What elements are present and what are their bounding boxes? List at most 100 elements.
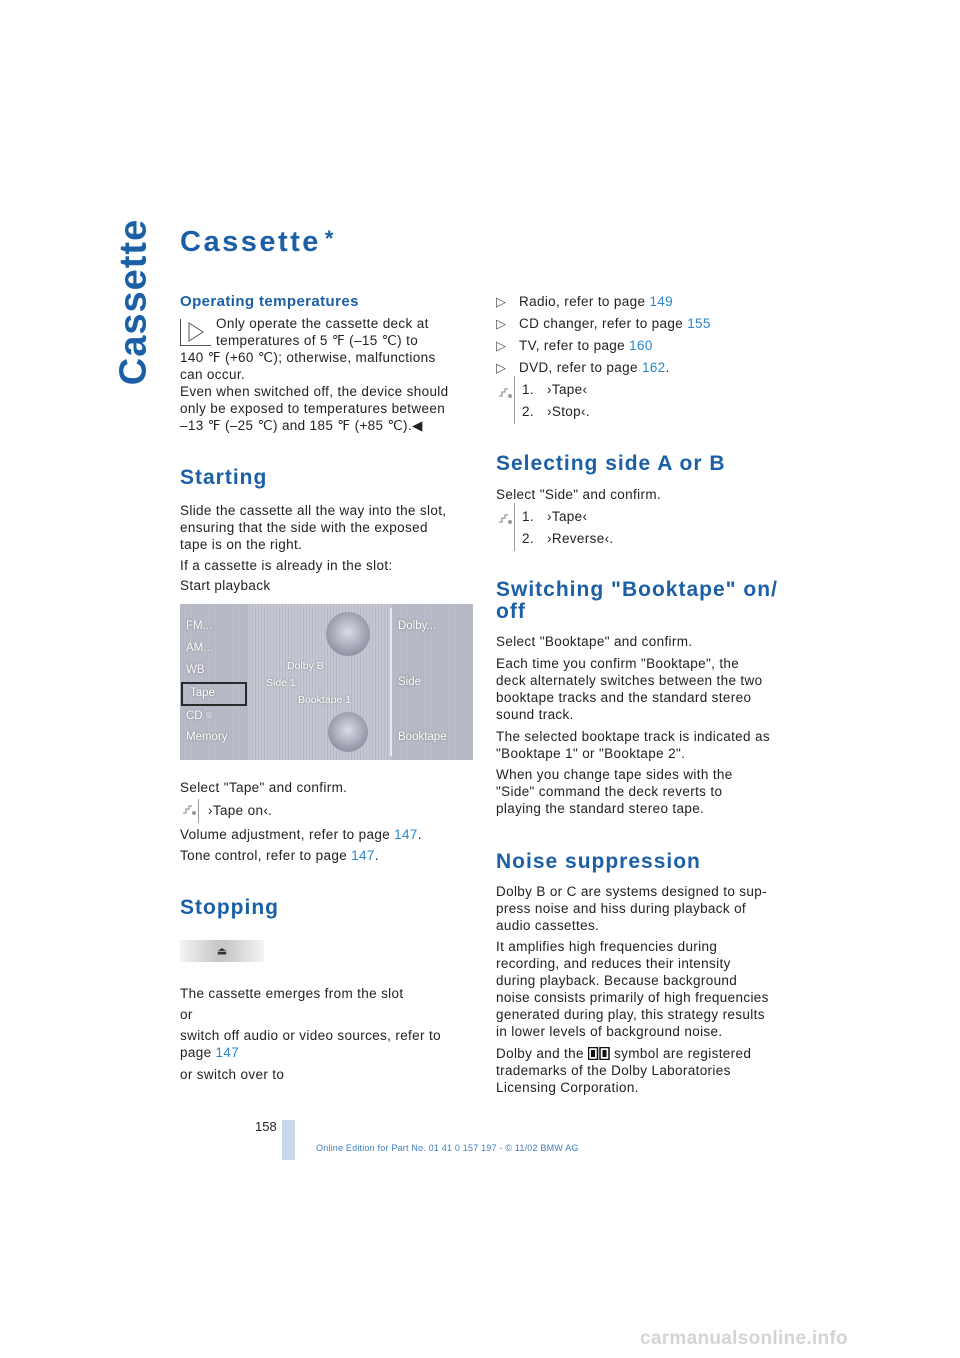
screen-menu-memory: Memory	[186, 731, 228, 743]
voice-command-icon	[180, 801, 198, 819]
voice-step-reverse: ›Reverse‹.	[547, 531, 614, 546]
bullet-tv: TV, refer to page 160	[519, 337, 653, 354]
heading-selecting-side: Selecting side A or B	[496, 452, 726, 475]
volume-adjustment-ref: Volume adjustment, refer to page 147.	[180, 826, 422, 843]
dvd-page-link[interactable]: 162	[641, 360, 666, 375]
stopping-p3-line-1: switch off audio or video sources, refer…	[180, 1028, 441, 1043]
stopping-p1: The cassette emerges from the slot	[180, 986, 404, 1001]
starting-p1-line-2: ensuring that the side with the exposed	[180, 520, 428, 535]
noise-p2-line-5: generated during play, this strategy res…	[496, 1007, 765, 1022]
page-title: Cassette*	[180, 226, 336, 259]
heading-starting: Starting	[180, 466, 268, 489]
bullet-marker: ▷	[496, 338, 506, 353]
bullet-dvd-end: .	[665, 360, 670, 375]
screen-status-dolby: Dolby B	[287, 660, 324, 672]
voice-command-divider	[514, 376, 515, 424]
voice-command-icon	[496, 510, 514, 528]
bullet-radio-text: Radio, refer to page	[519, 294, 650, 309]
op-temp-line-1: Only operate the cassette deck at	[216, 316, 429, 331]
voice-step-number: 2.	[522, 404, 534, 419]
bullet-tv-text: TV, refer to page	[519, 338, 630, 353]
eject-icon: ⏏	[216, 945, 228, 958]
voice-step-number: 1.	[522, 382, 534, 397]
stopping-p2: or	[180, 1007, 193, 1022]
cd-changer-page-link[interactable]: 155	[687, 316, 711, 331]
starting-p3: Start playback	[180, 578, 271, 593]
footer-bar	[282, 1120, 295, 1160]
bullet-radio: Radio, refer to page 149	[519, 293, 673, 310]
noise-p2-line-3: during playback. Because background	[496, 973, 738, 988]
control-display-screenshot: FM... AM... WB Tape CD ≡ Memory Dolby...…	[180, 604, 473, 760]
tone-ref-text: Tone control, refer to page	[180, 848, 352, 863]
voice-step-tape: ›Tape‹	[547, 509, 588, 524]
noise-p3-pre: Dolby and the	[496, 1046, 588, 1061]
voice-step-number: 2.	[522, 531, 534, 546]
screen-menu-side: Side	[398, 676, 422, 688]
page-title-text: Cassette	[180, 226, 321, 258]
screen-menu-cd: CD ≡	[186, 710, 213, 722]
op-temp-line-6: only be exposed to temperatures between	[180, 401, 446, 416]
voice-command-icon	[496, 384, 514, 402]
starting-p1-line-1: Slide the cassette all the way into the …	[180, 503, 447, 518]
screen-menu-dolby: Dolby...	[398, 620, 437, 632]
footer-edition-text: Online Edition for Part No. 01 41 0 157 …	[316, 1143, 579, 1153]
op-temp-line-3: 140 ℉ (+60 ℃); otherwise, malfunctions	[180, 350, 436, 365]
screen-menu-tape: Tape	[190, 687, 215, 699]
tv-page-link[interactable]: 160	[629, 338, 653, 353]
stopping-ref-text: page	[180, 1045, 216, 1060]
screen-menu-booktape: Booktape	[398, 731, 447, 743]
heading-stopping: Stopping	[180, 896, 279, 919]
note-icon	[180, 319, 211, 346]
booktape-p2-line-1: Each time you confirm "Booktape", the	[496, 656, 740, 671]
volume-page-link[interactable]: 147	[394, 827, 418, 842]
noise-p2-line-6: in lower levels of background noise.	[496, 1024, 723, 1039]
booktape-p1: Select "Booktape" and confirm.	[496, 634, 693, 649]
stopping-page-link[interactable]: 147	[215, 1045, 240, 1060]
voice-command-tape-on: ›Tape on‹.	[208, 803, 273, 818]
booktape-p3-line-1: The selected booktape track is indicated…	[496, 729, 770, 744]
op-temp-line-4: can occur.	[180, 367, 246, 382]
screen-status-booktape: Booktape 1	[298, 694, 352, 706]
noise-p1-line-3: audio cassettes.	[496, 918, 600, 933]
noise-p2-line-1: It amplifies high frequencies during	[496, 939, 718, 954]
noise-p2-line-4: noise consists primarily of high frequen…	[496, 990, 769, 1005]
optional-equipment-star: *	[324, 226, 336, 251]
heading-booktape-line-2: off	[496, 600, 526, 623]
bullet-cd-changer: CD changer, refer to page 155	[519, 315, 711, 332]
booktape-p4-line-3: playing the standard stereo tape.	[496, 801, 705, 816]
voice-command-divider	[514, 503, 515, 551]
noise-p3-post: symbol are registered	[609, 1046, 752, 1061]
bullet-marker: ▷	[496, 316, 506, 331]
voice-step-stop: ›Stop‹.	[547, 404, 590, 419]
booktape-p4-line-2: "Side" command the deck reverts to	[496, 784, 723, 799]
noise-p3-line-1: Dolby and the symbol are registered	[496, 1045, 751, 1064]
bullet-marker: ▷	[496, 294, 506, 309]
bullet-cd-text: CD changer, refer to page	[519, 316, 688, 331]
page-number: 158	[255, 1119, 277, 1134]
tone-control-ref: Tone control, refer to page 147.	[180, 847, 379, 864]
noise-p1-line-2: press noise and hiss during playback of	[496, 901, 747, 916]
eject-button: ⏏	[180, 940, 264, 962]
screen-menu-fm: FM...	[186, 620, 213, 632]
noise-p3-line-2: trademarks of the Dolby Laboratories	[496, 1063, 731, 1078]
radio-page-link[interactable]: 149	[649, 294, 674, 309]
noise-p1-line-1: Dolby B or C are systems designed to sup…	[496, 884, 767, 899]
stopping-p3-line-2: page 147	[180, 1044, 239, 1061]
bullet-marker: ▷	[496, 360, 506, 375]
bullet-dvd-text: DVD, refer to page	[519, 360, 642, 375]
screen-status-side: Side 1	[266, 677, 296, 689]
screen-menu-wb: WB	[186, 664, 205, 676]
side-p1: Select "Side" and confirm.	[496, 487, 662, 502]
bullet-dvd: DVD, refer to page 162.	[519, 359, 670, 376]
op-temp-line-5: Even when switched off, the device shoul…	[180, 384, 449, 399]
dolby-symbol-icon	[587, 1046, 610, 1064]
volume-ref-end: .	[417, 827, 422, 842]
starting-p2: If a cassette is already in the slot:	[180, 558, 393, 573]
op-temp-line-7: –13 ℉ (–25 ℃) and 185 ℉ (+85 ℃).◀	[180, 418, 423, 433]
noise-p2-line-2: recording, and reduces their intensity	[496, 956, 731, 971]
starting-p4: Select "Tape" and confirm.	[180, 780, 348, 795]
voice-step-number: 1.	[522, 509, 534, 524]
booktape-p2-line-2: deck alternately switches between the tw…	[496, 673, 763, 688]
tone-page-link[interactable]: 147	[351, 848, 375, 863]
noise-p3-line-3: Licensing Corporation.	[496, 1080, 639, 1095]
